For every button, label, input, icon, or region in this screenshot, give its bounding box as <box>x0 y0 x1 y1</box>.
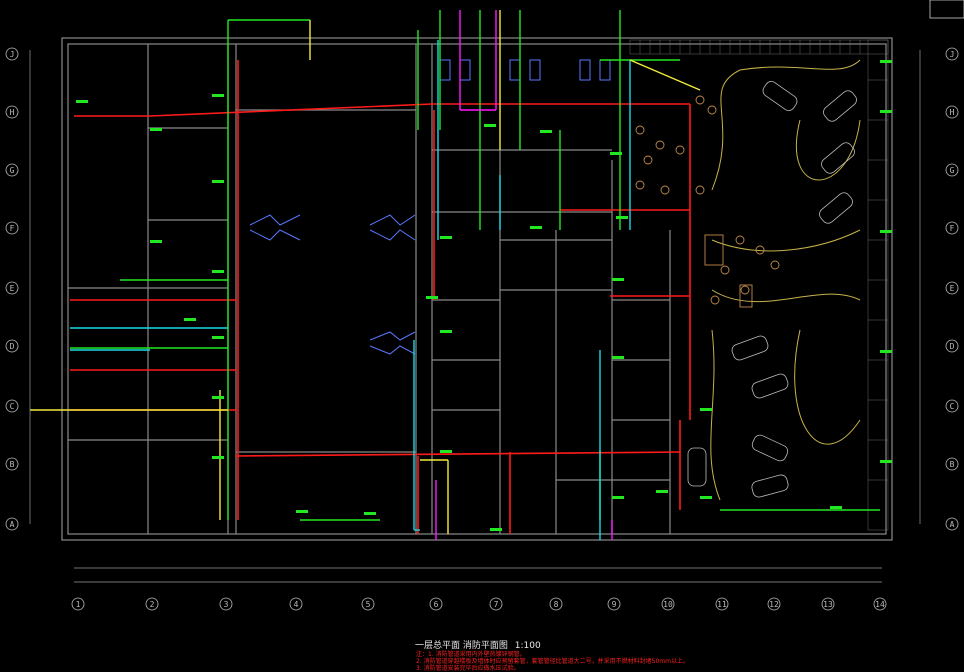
drawing-note-1: 注：1. 消防管道采用内外壁热镀锌钢管。 <box>416 651 526 658</box>
row-label-left: F <box>10 224 15 233</box>
column-label: 12 <box>769 600 779 609</box>
column-label: 6 <box>434 600 439 609</box>
row-label-left: G <box>10 166 15 175</box>
row-bubble <box>945 221 959 235</box>
showroom-cars <box>687 81 857 498</box>
column-bubble <box>145 597 159 611</box>
column-bubble <box>489 597 503 611</box>
drawing-title: 一层总平面 消防平面图 1:100 <box>415 638 541 651</box>
row-label-left: E <box>10 284 15 293</box>
column-label: 8 <box>554 600 559 609</box>
row-bubble <box>945 339 959 353</box>
dimension-lines <box>29 50 921 583</box>
column-bubble <box>219 597 233 611</box>
column-bubble <box>821 597 835 611</box>
drawing-scale: 1:100 <box>514 641 541 651</box>
row-bubble <box>945 281 959 295</box>
row-bubble <box>945 517 959 531</box>
column-label: 1 <box>76 600 81 609</box>
row-bubble <box>945 457 959 471</box>
column-label: 14 <box>875 600 885 609</box>
row-label-left: J <box>10 50 15 59</box>
row-bubble <box>945 163 959 177</box>
pipes-cyan <box>70 40 631 540</box>
row-bubble <box>5 517 19 531</box>
row-bubble <box>5 399 19 413</box>
column-label: 13 <box>823 600 833 609</box>
column-label: 3 <box>224 600 229 609</box>
row-label-right: H <box>950 108 955 117</box>
row-bubble <box>945 105 959 119</box>
row-label-left: H <box>10 108 15 117</box>
row-grid-bubbles: J J H H G G F F E E D D C C B B A A <box>5 47 959 531</box>
column-label: 7 <box>494 600 499 609</box>
pipes-yellow <box>30 10 701 534</box>
row-bubble <box>5 105 19 119</box>
column-bubble <box>715 597 729 611</box>
column-bubble <box>429 597 443 611</box>
row-bubble <box>945 399 959 413</box>
row-bubble <box>5 163 19 177</box>
row-bubble <box>5 339 19 353</box>
row-bubble <box>945 47 959 61</box>
row-label-right: E <box>950 284 955 293</box>
column-bubble <box>549 597 563 611</box>
row-label-left: D <box>10 342 15 351</box>
drawing-note-2: 2. 消防管道穿越楼板及墙体时应预留套管，套管管径比管道大二号，并采用不燃材料封… <box>416 658 689 665</box>
drawing-note-3: 3. 消防管道安装完毕后应做水压试验。 <box>416 665 520 672</box>
row-bubble <box>5 281 19 295</box>
title-block-corner <box>929 0 964 19</box>
lounge-furniture <box>635 95 780 308</box>
row-label-right: D <box>950 342 955 351</box>
column-label: 10 <box>663 600 673 609</box>
row-bubble <box>5 221 19 235</box>
row-label-right: A <box>950 520 955 529</box>
column-label: 4 <box>294 600 299 609</box>
drawing-title-text: 一层总平面 消防平面图 <box>415 641 508 651</box>
pipes-magenta <box>435 10 613 540</box>
pipe-tag-markers <box>76 60 892 531</box>
row-bubble <box>5 47 19 61</box>
row-label-left: A <box>10 520 15 529</box>
column-label: 5 <box>366 600 371 609</box>
row-label-right: G <box>950 166 955 175</box>
row-label-left: C <box>10 402 15 411</box>
column-bubble <box>661 597 675 611</box>
column-bubble <box>289 597 303 611</box>
perimeter-grid-band <box>629 39 889 531</box>
column-bubble <box>607 597 621 611</box>
row-label-left: B <box>10 460 15 469</box>
row-label-right: J <box>950 50 955 59</box>
row-label-right: F <box>950 224 955 233</box>
column-label: 9 <box>612 600 617 609</box>
column-label: 11 <box>717 600 727 609</box>
showroom-curves <box>710 59 861 501</box>
column-bubble <box>873 597 887 611</box>
column-label: 2 <box>150 600 155 609</box>
column-bubble <box>767 597 781 611</box>
column-bubble <box>71 597 85 611</box>
row-label-right: C <box>950 402 955 411</box>
building-walls <box>61 37 893 541</box>
row-bubble <box>5 457 19 471</box>
column-bubble <box>361 597 375 611</box>
row-label-right: B <box>950 460 955 469</box>
